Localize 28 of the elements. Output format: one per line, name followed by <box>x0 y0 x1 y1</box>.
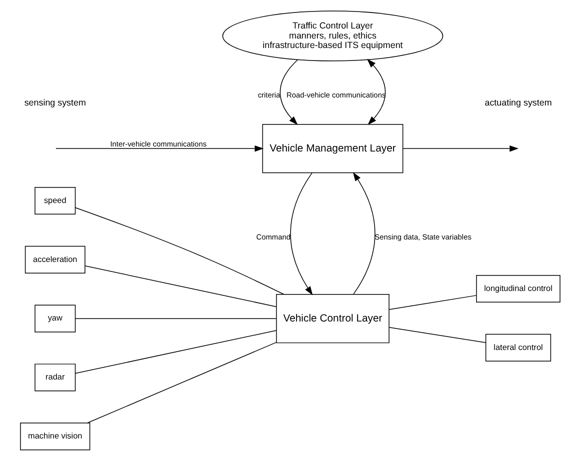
connector <box>74 207 284 295</box>
arrow <box>280 59 298 125</box>
node-box: Vehicle Management Layer <box>262 124 404 174</box>
node-box: speed <box>34 186 76 215</box>
node-box: acceleration <box>24 246 86 274</box>
connector <box>74 318 277 319</box>
arrow <box>352 172 376 295</box>
connector <box>84 266 277 308</box>
node-box: longitudinal control <box>476 274 560 303</box>
node-box: radar <box>34 364 76 392</box>
arrow <box>366 58 386 125</box>
node-ellipse: Traffic Control Layer manners, rules, ethics infrastructure-based ITS equipment <box>222 10 444 62</box>
node-box: Vehicle Control Layer <box>276 294 390 344</box>
node-box: lateral control <box>485 334 552 362</box>
edge-label: Inter-vehicle communications <box>110 139 207 148</box>
label: sensing system <box>24 97 86 108</box>
connector <box>388 295 477 310</box>
arrow <box>56 145 264 152</box>
edge-label: Command <box>256 232 291 242</box>
arrow <box>402 145 519 152</box>
edge-label: Sensing data, State variables <box>374 232 472 242</box>
arrow <box>290 172 313 296</box>
connector <box>74 330 277 374</box>
label: actuating system <box>484 97 552 108</box>
connector <box>388 327 486 344</box>
node-box: machine vision <box>20 422 90 450</box>
node-box: yaw <box>34 304 76 332</box>
connector <box>87 342 277 424</box>
